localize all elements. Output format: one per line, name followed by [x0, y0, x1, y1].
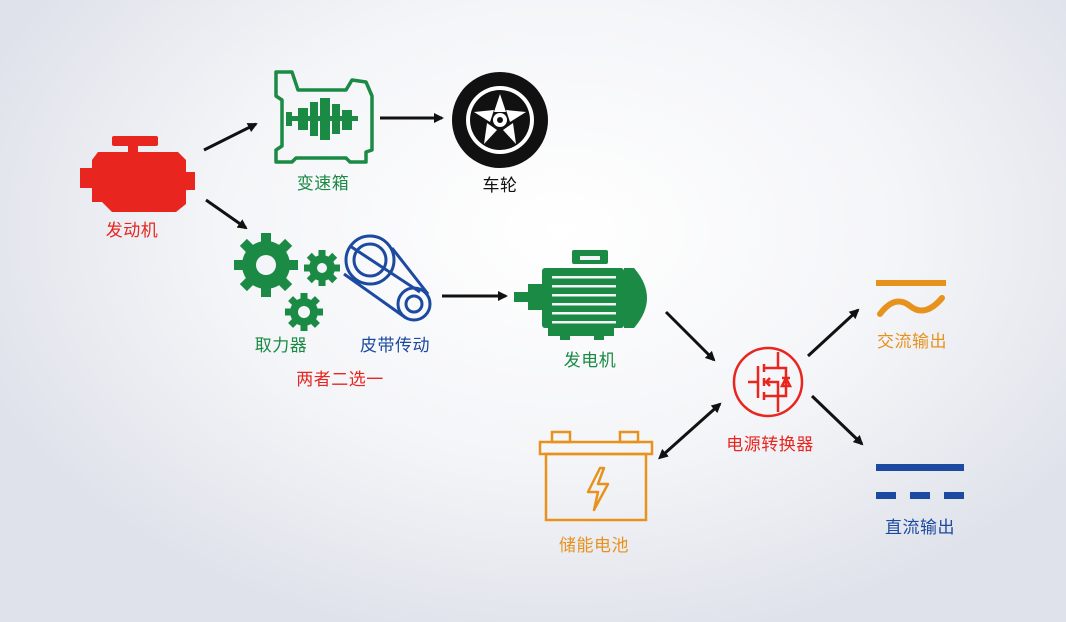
engine-label: 发动机 — [105, 221, 159, 241]
electric-motor-icon — [514, 250, 647, 340]
belt-pulley-icon — [343, 234, 432, 322]
flow-arrows — [203, 113, 864, 460]
engine-icon — [80, 136, 195, 212]
pto-label: 取力器 — [254, 336, 308, 356]
converter-label: 电源转换器 — [726, 435, 814, 455]
mosfet-icon — [732, 346, 804, 418]
wheel-label: 车轮 — [482, 176, 518, 196]
arrow-converter-to-dc — [810, 394, 864, 446]
arrow-engine-to-pto — [205, 198, 248, 230]
gearbox-icon — [274, 70, 374, 164]
ac-output-label: 交流输出 — [877, 332, 947, 352]
arrow-battery-converter — [658, 402, 722, 460]
arrow-converter-to-ac — [806, 308, 860, 358]
wheel-icon — [452, 72, 548, 168]
ac-wave-icon — [876, 280, 946, 317]
choice-label: 两者二选一 — [296, 370, 384, 390]
battery-icon — [538, 430, 654, 522]
arrow-engine-to-gearbox — [203, 122, 258, 152]
generator-label: 发电机 — [563, 351, 617, 371]
arrow-generator-to-converter — [664, 310, 716, 362]
dc-output-label: 直流输出 — [885, 518, 955, 538]
battery-label: 储能电池 — [559, 536, 629, 556]
gearbox-label: 变速箱 — [296, 174, 350, 194]
belt-label: 皮带传动 — [360, 336, 430, 356]
dc-lines-icon — [876, 464, 964, 499]
gears-icon — [234, 233, 340, 331]
